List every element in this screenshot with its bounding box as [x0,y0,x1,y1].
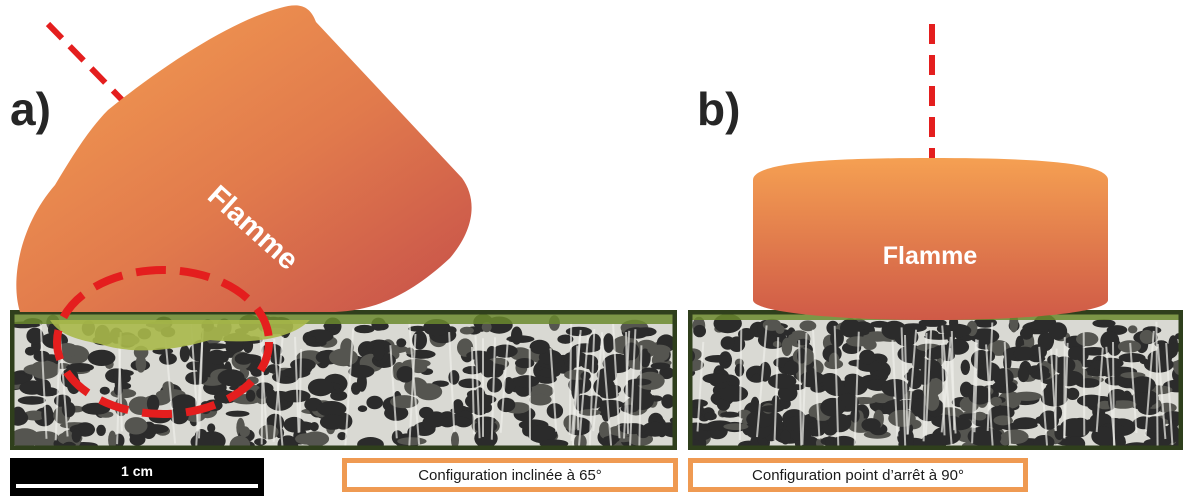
jet-axis-a [45,21,131,109]
sample-b-image [688,310,1183,450]
foam-texture-a [10,310,677,450]
sample-a-image [10,310,677,450]
caption-a: Configuration inclinée à 65° [342,458,678,492]
flame-b-label: Flamme [883,242,978,270]
caption-b: Configuration point d’arrêt à 90° [688,458,1028,492]
flame-b [753,158,1108,320]
panel-b-label: b) [697,83,741,135]
highlight-ellipse [53,266,273,418]
foam-texture-b [688,310,1183,450]
panel-a-label: a) [10,83,51,135]
scale-bar-line [16,484,258,488]
scale-bar-label: 1 cm [121,463,153,479]
scale-bar: 1 cm [10,458,264,496]
flame-a [16,5,472,312]
